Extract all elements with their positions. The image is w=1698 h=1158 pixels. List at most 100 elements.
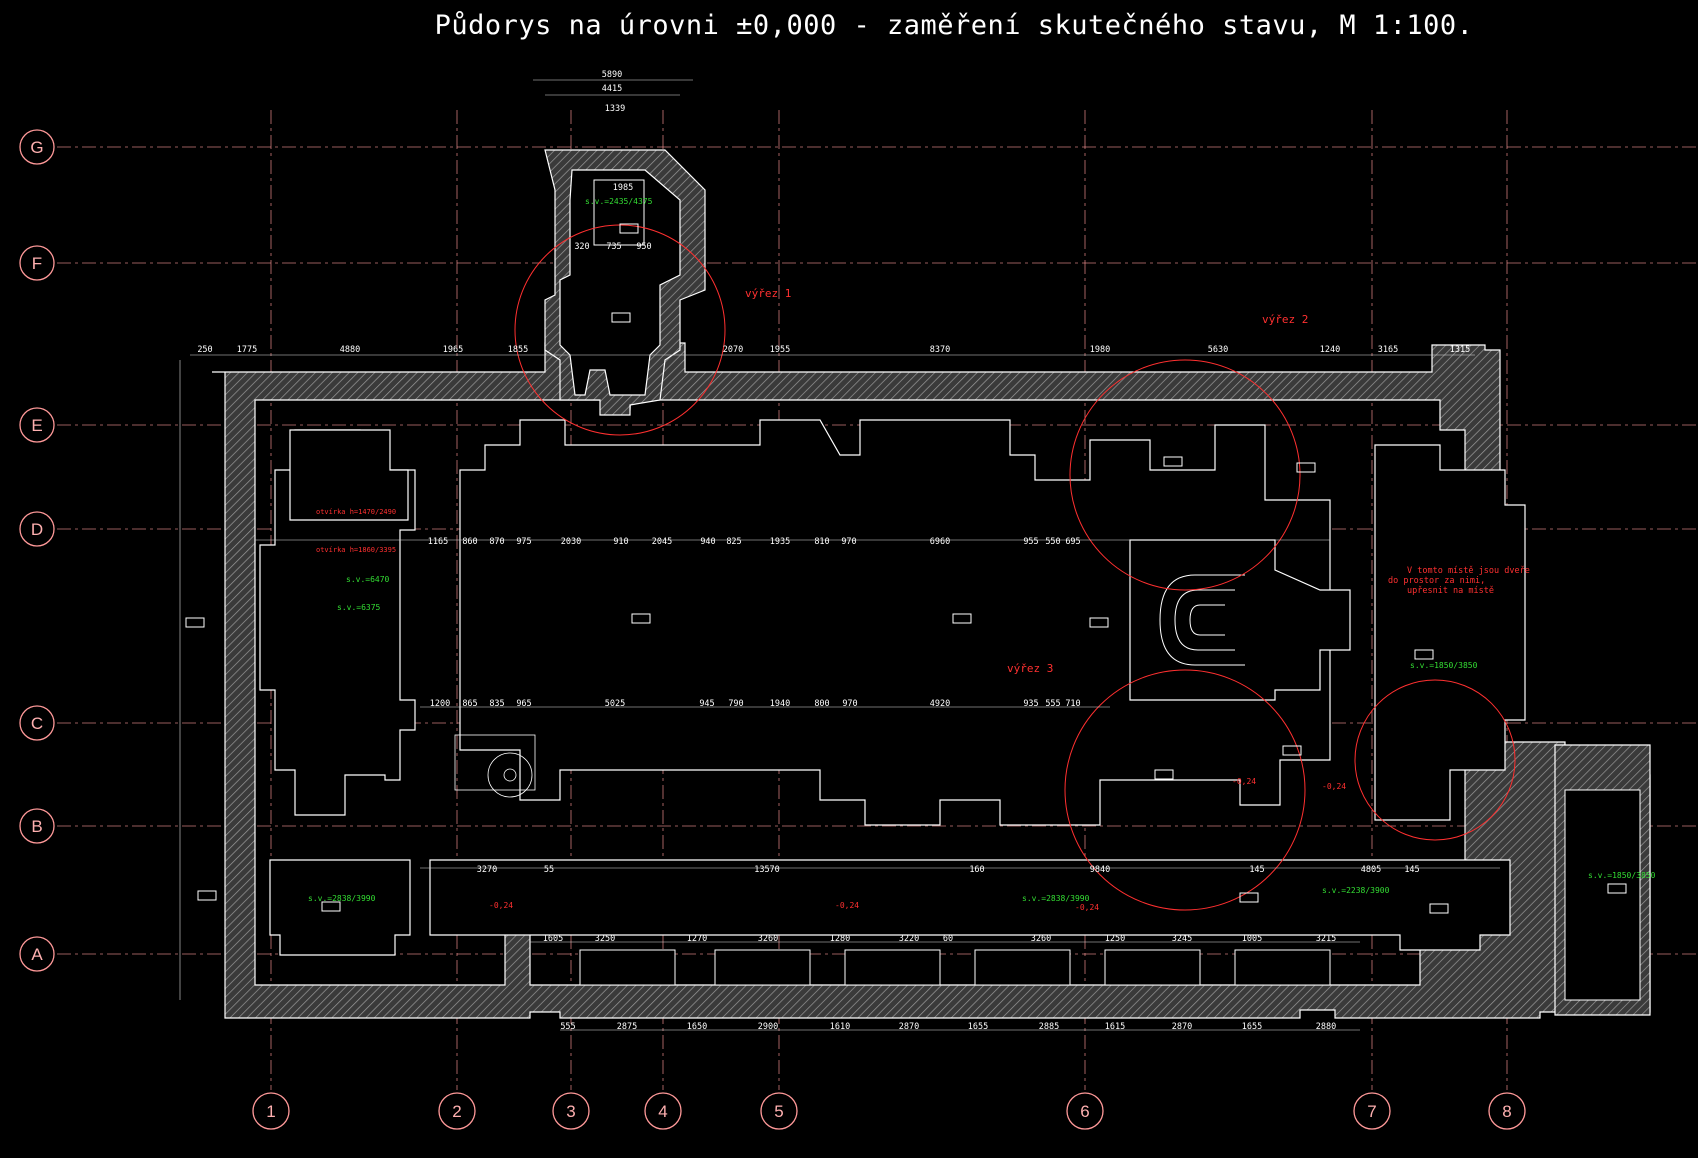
dimension-row-d: 6960 — [930, 537, 950, 547]
axis-row-bubble — [19, 129, 55, 165]
axis-col-5: 5 — [760, 110, 798, 1130]
dimension-row-d: 2045 — [652, 537, 672, 547]
dimension-row-c: 965 — [516, 699, 531, 709]
dimension-row-c: 4920 — [930, 699, 950, 709]
dimension-apse: 735 — [606, 242, 621, 252]
dimension-top: 1240 — [1320, 345, 1340, 355]
dimension-apse: 950 — [636, 242, 651, 252]
note-line-2: do prostor za nimi, — [1388, 576, 1485, 586]
dimension-bottom: 13570 — [754, 865, 780, 875]
room-tags — [185, 223, 1627, 914]
dimension-windows: 3220 — [899, 934, 919, 944]
dimension-apse: 320 — [574, 242, 589, 252]
plan-title: Půdorys na úrovni ±0,000 - zaměření skut… — [434, 10, 1474, 41]
dimension-row-d: 955 — [1023, 537, 1038, 547]
dimension-top: 1855 — [508, 345, 528, 355]
spiral-stair — [454, 734, 536, 798]
axis-col-label: 4 — [658, 1102, 667, 1121]
dimension-base: 2880 — [1316, 1022, 1336, 1032]
axis-col-bubble — [760, 1092, 798, 1130]
dimension-windows: 3250 — [595, 934, 615, 944]
axis-row-bubble — [19, 808, 55, 844]
dimension-base: 1650 — [687, 1022, 707, 1032]
axis-row-bubble — [19, 407, 55, 443]
dimension-apse: 1985 — [613, 183, 633, 193]
dimension-top: 2070 — [723, 345, 743, 355]
dimension-row-d: 975 — [516, 537, 531, 547]
dimension-base: 2870 — [899, 1022, 919, 1032]
dimension-top: 1965 — [443, 345, 463, 355]
dimension-bottom: 9840 — [1090, 865, 1110, 875]
dimension-row-d: 825 — [726, 537, 741, 547]
axis-col-2: 2 — [438, 110, 476, 1130]
dimension-top: 4880 — [340, 345, 360, 355]
dimension-row-c: 790 — [728, 699, 743, 709]
left-room-upper — [289, 429, 409, 521]
level-left-1: s.v.=6470 — [346, 575, 390, 584]
dimension-top: 1980 — [1090, 345, 1110, 355]
dimension-row-d: 1165 — [428, 537, 448, 547]
dimension-top: 3165 — [1378, 345, 1398, 355]
dimension-row-c: 865 — [462, 699, 477, 709]
left-vestibule — [259, 429, 416, 816]
dimension-windows: 3245 — [1172, 934, 1192, 944]
axis-col-label: 6 — [1080, 1102, 1089, 1121]
dimension-windows: 1005 — [1242, 934, 1262, 944]
axis-col-label: 2 — [452, 1102, 461, 1121]
dimension-bottom: 160 — [969, 865, 984, 875]
dimension-apse: 4415 — [602, 84, 622, 94]
dimension-bottom: 3270 — [477, 865, 497, 875]
level-far-right: s.v.=1850/3850 — [1588, 871, 1656, 880]
axis-row-label: E — [31, 416, 42, 435]
dimension-base: 2875 — [617, 1022, 637, 1032]
opening-label-2: otvírka h=1860/3395 — [316, 546, 396, 554]
dimension-row-d: 810 — [814, 537, 829, 547]
dimension-row-c: 945 — [699, 699, 714, 709]
dimension-row-d: 2030 — [561, 537, 581, 547]
dimension-row-d: 860 — [462, 537, 477, 547]
dimension-base: 1615 — [1105, 1022, 1125, 1032]
dimension-top: 1315 — [1450, 345, 1470, 355]
dimension-row-c: 970 — [842, 699, 857, 709]
facade-niches — [579, 949, 1331, 986]
axis-row-label: C — [31, 714, 43, 733]
dimension-row-c: 1940 — [770, 699, 790, 709]
dimension-top: 5630 — [1208, 345, 1228, 355]
dimension-windows: 3215 — [1316, 934, 1336, 944]
dimension-top: 8370 — [930, 345, 950, 355]
axis-row-bubble — [19, 511, 55, 547]
note-line-3: upřesnit na místě — [1407, 586, 1494, 596]
dimension-row-d: 1935 — [770, 537, 790, 547]
axis-row-bubble — [19, 245, 55, 281]
apse-interior — [559, 169, 681, 396]
dimension-row-d: 940 — [700, 537, 715, 547]
axis-row-G: G — [19, 129, 1698, 165]
dimension-apse: 5890 — [602, 70, 622, 80]
dimension-bottom: 4805 — [1361, 865, 1381, 875]
dimension-row-c: 5025 — [605, 699, 625, 709]
right-room-block — [1374, 444, 1526, 821]
axis-col-bubble — [438, 1092, 476, 1130]
dimension-base: 2900 — [758, 1022, 778, 1032]
dimension-bottom: 55 — [544, 865, 554, 875]
level-right-room: s.v.=1850/3850 — [1410, 661, 1478, 670]
dimension-base: 1655 — [968, 1022, 988, 1032]
axis-col-bubble — [552, 1092, 590, 1130]
dimension-row-d: 970 — [841, 537, 856, 547]
callout-detail-2: výřez 2 — [1262, 313, 1308, 326]
nave-interior — [459, 419, 1331, 826]
dimension-windows: 1250 — [1105, 934, 1125, 944]
dimension-windows: 3260 — [1031, 934, 1051, 944]
axis-col-label: 7 — [1367, 1102, 1376, 1121]
level-bottom-right: s.v.=2238/3900 — [1322, 886, 1390, 895]
dimension-base: 1655 — [1242, 1022, 1262, 1032]
dimension-row-c: 710 — [1065, 699, 1080, 709]
dimension-base: 2870 — [1172, 1022, 1192, 1032]
dimension-base: 555 — [560, 1022, 575, 1032]
dimension-top: 1955 — [770, 345, 790, 355]
dimension-bottom: 145 — [1404, 865, 1419, 875]
walls — [212, 149, 1651, 1019]
